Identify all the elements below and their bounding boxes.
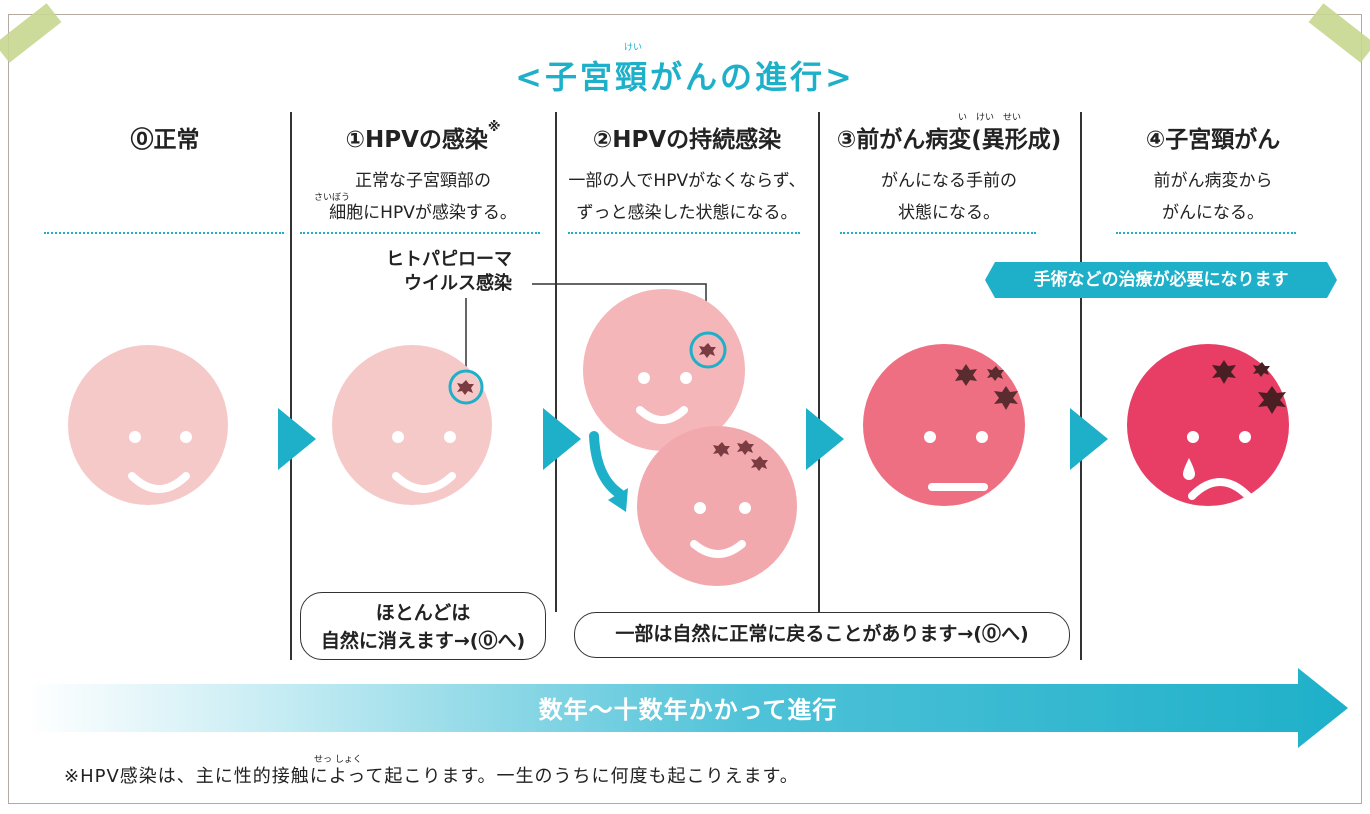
face-persistent-infection-top — [583, 289, 745, 451]
stage-1-ruby: さいぼう — [314, 193, 351, 203]
pill-partial-recovery: 一部は自然に正常に戻ることがあります→(⓪へ) — [574, 612, 1070, 658]
face-hpv-infection — [332, 345, 492, 505]
stage-title-precancer: ③前がん病変(異形成) — [836, 127, 1062, 153]
dotted-rule — [300, 232, 540, 234]
tear-icon — [1183, 458, 1195, 480]
column-divider — [290, 112, 292, 660]
stage-arrow — [806, 408, 844, 470]
title-ruby: けい — [624, 43, 643, 53]
face-cervical-cancer — [1127, 344, 1289, 506]
treatment-badge: 手術などの治療が必要になります — [1033, 270, 1289, 290]
footnote: ※HPV感染は、主に性的接触によって起こります。一生のうちに何度も起こりえます。 — [64, 766, 799, 787]
progress-arrow — [28, 668, 1348, 748]
face-precancer — [863, 344, 1025, 506]
hpv-callout-label: ヒトパピローマ ウイルス感染 — [386, 249, 512, 294]
stage-desc-cervical-cancer: 前がん病変から がんになる。 — [1153, 171, 1273, 223]
treatment-badge-shape — [985, 262, 1337, 298]
pill-natural-clearance: ほとんどは 自然に消えます→(⓪へ) — [300, 592, 546, 660]
stage-title-hpv-infection: ①HPVの感染※ — [345, 120, 501, 153]
stage-desc-persistent-infection: 一部の人でHPVがなくならず、 ずっと感染した状態になる。 — [568, 171, 806, 223]
curve-arrow — [589, 431, 625, 499]
column-divider — [818, 112, 820, 612]
footnote-ruby: せっ しょく — [314, 755, 362, 765]
column-divider — [555, 112, 557, 612]
curve-arrowhead — [608, 488, 628, 512]
stage-desc-hpv-infection: 正常な子宮頸部の 細胞にHPVが感染する。 — [329, 171, 517, 223]
column-divider — [1080, 112, 1082, 660]
dotted-rule — [568, 232, 800, 234]
stage-arrow — [278, 408, 316, 470]
face-normal — [68, 345, 228, 505]
stage-title-persistent-infection: ②HPVの持続感染 — [592, 127, 782, 153]
dotted-rule — [44, 232, 284, 234]
page-title: <子宮頸がんの進行> — [515, 58, 855, 96]
progress-arrow-label: 数年〜十数年かかって進行 — [538, 696, 838, 724]
dotted-rule — [1116, 232, 1296, 234]
stage-arrow — [543, 408, 581, 470]
note-mark: ※ — [487, 120, 501, 135]
stage-3-ruby: い けい せい — [958, 113, 1022, 123]
stage-desc-precancer: がんになる手前の 状態になる。 — [881, 171, 1017, 223]
face-persistent-infection-bottom — [637, 426, 797, 586]
stage-title-cervical-cancer: ④子宮頸がん — [1145, 127, 1281, 153]
stage-arrow — [1070, 408, 1108, 470]
stage-title-normal: ⓪正常 — [130, 127, 200, 153]
dotted-rule — [840, 232, 1036, 234]
